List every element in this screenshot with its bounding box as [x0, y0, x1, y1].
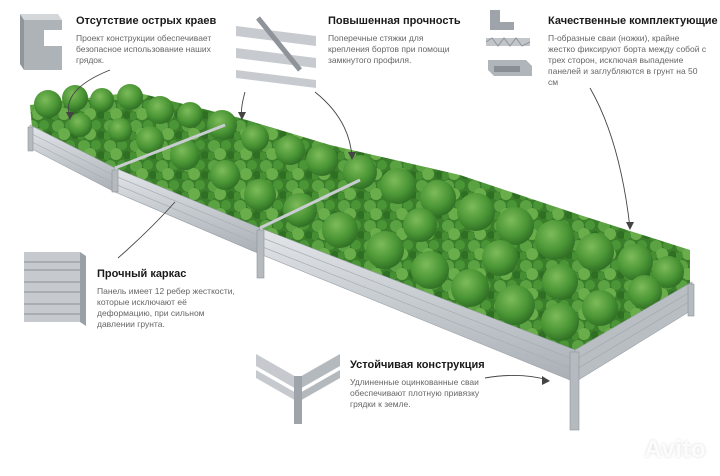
- feature-stable-title: Устойчивая конструкция: [350, 359, 485, 371]
- rounded-edge-icon: [20, 14, 62, 70]
- feature-edges-title: Отсутствие острых краев: [76, 15, 217, 27]
- feature-strength-text: Поперечные стяжки для крепления бортов п…: [328, 33, 450, 65]
- feature-frame: Прочный каркас Панель имеет 12 ребер жес…: [97, 268, 237, 330]
- avito-logo-icon: [611, 439, 639, 460]
- feature-components-text: П-образные сваи (ножки), крайне жестко ф…: [548, 33, 707, 87]
- feature-strength-title: Повышенная прочность: [328, 15, 461, 27]
- watermark-text: Avito: [644, 436, 706, 463]
- feature-stable: Устойчивая конструкция Удлиненные оцинко…: [350, 359, 485, 410]
- corner-connector-icon: [256, 354, 340, 424]
- bed-front-panels: [29, 124, 576, 383]
- feature-frame-text: Панель имеет 12 ребер жесткости, которые…: [97, 286, 235, 329]
- feature-stable-text: Удлиненные оцинкованные сваи обеспечиваю…: [350, 377, 480, 409]
- feature-frame-title: Прочный каркас: [97, 268, 187, 280]
- feature-components-title: Качественные комплектующие: [548, 15, 718, 27]
- panel-profile-icon: [485, 37, 531, 47]
- bed-posts: [27, 126, 695, 431]
- avito-watermark: Avito: [610, 436, 706, 464]
- u-profile-post-icon: [488, 60, 532, 76]
- post-corner-icon: [490, 10, 514, 30]
- cross-tie-icon: [236, 16, 316, 88]
- feature-components: Качественные комплектующие П-образные св…: [548, 15, 718, 88]
- feature-strength: Повышенная прочность Поперечные стяжки д…: [328, 15, 461, 66]
- cross-ties: [114, 123, 361, 230]
- feature-edges: Отсутствие острых краев Проект конструкц…: [76, 15, 226, 66]
- ribbed-panel-icon: [24, 252, 86, 326]
- feature-edges-text: Проект конструкции обеспечивает безопасн…: [76, 33, 212, 65]
